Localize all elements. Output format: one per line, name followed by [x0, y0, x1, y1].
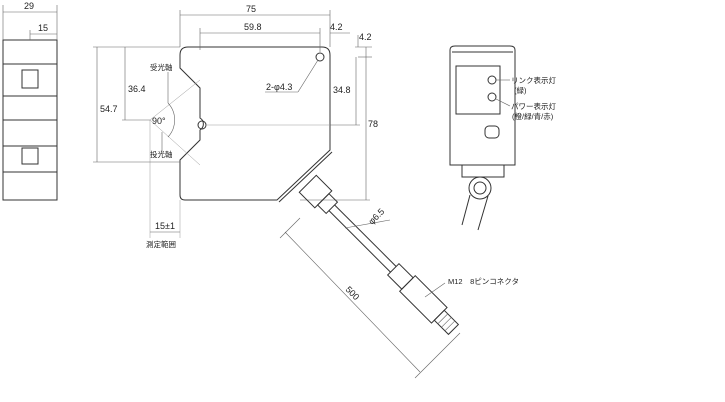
hole-pitch-y-dim: 34.8: [333, 85, 351, 95]
optical-axes: [149, 72, 330, 238]
width-dim: 75: [246, 4, 256, 14]
link-led-icon: [487, 75, 497, 85]
hole-offset-x-dim: 4.2: [330, 22, 343, 32]
side-half-dim: 15: [38, 23, 48, 33]
emitter-axis-label: 投光軸: [150, 149, 173, 159]
holes-dim: 2-φ4.3: [266, 82, 292, 92]
cable-length-dim: 500: [344, 284, 362, 302]
sensor-body: [179, 46, 333, 203]
link-led-color: (緑): [514, 85, 527, 95]
connector-leader: [424, 282, 446, 298]
dimension-lines: [93, 10, 372, 233]
power-led-label: パワー表示灯: [511, 101, 556, 111]
cable-diameter-dim: φ6.5: [366, 206, 386, 226]
side-width-dim: 29: [24, 1, 34, 11]
link-led-label: リンク表示灯: [511, 75, 556, 85]
measuring-range-label: 測定範囲: [146, 239, 176, 249]
cable-length-dim-line: [279, 217, 461, 379]
range-dim: 15±1: [155, 221, 175, 231]
receiver-axis-label: 受光軸: [150, 62, 173, 72]
axis-offset-dim: 36.4: [128, 84, 146, 94]
hole-offset-y-dim: 4.2: [359, 32, 372, 42]
angle-dim: 90°: [152, 116, 166, 126]
connector-label: M12 8ピンコネクタ: [448, 277, 519, 286]
hole-pitch-x-dim: 59.8: [244, 22, 262, 32]
power-led-icon: [487, 92, 497, 102]
side-view: [2, 5, 58, 201]
cable-assembly: [298, 174, 460, 336]
back-view: [449, 45, 516, 231]
axis-height-dim: 54.7: [100, 104, 118, 114]
height-dim: 78: [368, 119, 378, 129]
power-led-colors: (橙/緑/青/赤): [512, 111, 554, 121]
